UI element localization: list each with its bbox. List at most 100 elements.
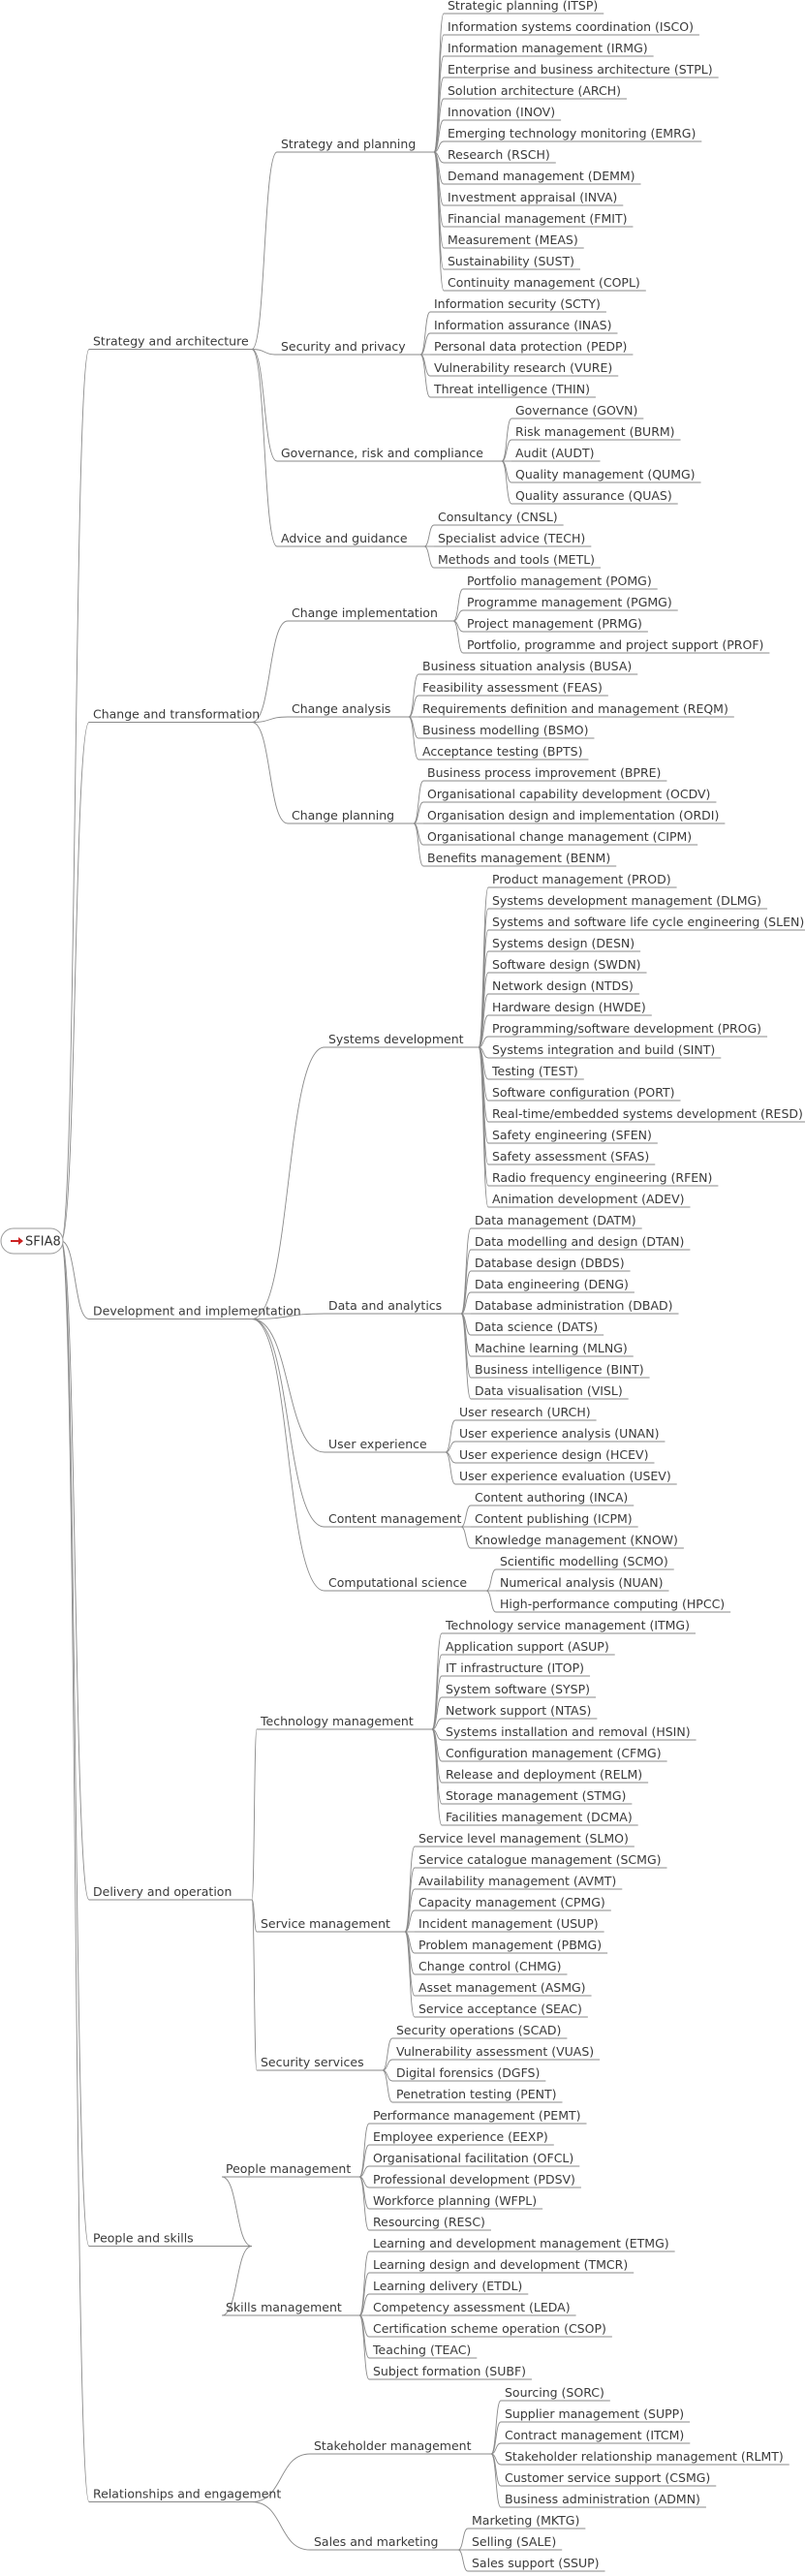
subcategory-content-management[interactable]: Content management [328, 1511, 462, 1526]
subcategory-data-and-analytics[interactable]: Data and analytics [328, 1298, 442, 1313]
skill-release-and-deployment[interactable]: Release and deployment (RELM) [446, 1767, 642, 1782]
skill-change-control[interactable]: Change control (CHMG) [418, 1959, 562, 1973]
skill-investment-appraisal[interactable]: Investment appraisal (INVA) [448, 190, 617, 204]
skill-solution-architecture[interactable]: Solution architecture (ARCH) [448, 83, 621, 98]
subcategory-stakeholder-management[interactable]: Stakeholder management [314, 2438, 472, 2453]
skill-business-modelling[interactable]: Business modelling (BSMO) [422, 723, 588, 737]
skill-machine-learning[interactable]: Machine learning (MLNG) [475, 1341, 628, 1355]
skill-information-assurance[interactable]: Information assurance (INAS) [434, 318, 611, 332]
skill-teaching[interactable]: Teaching (TEAC) [372, 2343, 471, 2357]
skill-it-infrastructure[interactable]: IT infrastructure (ITOP) [446, 1660, 584, 1675]
skill-personal-data-protection[interactable]: Personal data protection (PEDP) [434, 339, 627, 354]
skill-capacity-management[interactable]: Capacity management (CPMG) [418, 1895, 605, 1909]
skill-radio-frequency-engineering[interactable]: Radio frequency engineering (RFEN) [492, 1170, 712, 1185]
subcategory-service-management[interactable]: Service management [261, 1916, 390, 1931]
skill-organisational-capability-development[interactable]: Organisational capability development (O… [427, 787, 710, 801]
subcategory-advice-and-guidance[interactable]: Advice and guidance [281, 531, 408, 545]
skill-sourcing[interactable]: Sourcing (SORC) [505, 2385, 604, 2400]
skill-testing[interactable]: Testing (TEST) [491, 1064, 578, 1078]
subcategory-user-experience[interactable]: User experience [328, 1437, 427, 1451]
skill-network-design[interactable]: Network design (NTDS) [492, 978, 634, 993]
skill-penetration-testing[interactable]: Penetration testing (PENT) [396, 2087, 557, 2101]
subcategory-change-planning[interactable]: Change planning [292, 808, 394, 822]
skill-application-support[interactable]: Application support (ASUP) [446, 1639, 609, 1654]
skill-business-intelligence[interactable]: Business intelligence (BINT) [475, 1362, 644, 1377]
skill-systems-development-management[interactable]: Systems development management (DLMG) [492, 893, 761, 908]
skill-organisational-change-management[interactable]: Organisational change management (CIPM) [427, 829, 692, 844]
skill-governance[interactable]: Governance (GOVN) [515, 403, 637, 418]
skill-asset-management[interactable]: Asset management (ASMG) [418, 1980, 586, 1995]
skill-user-experience-design[interactable]: User experience design (HCEV) [459, 1447, 649, 1462]
category-development-and-implementation[interactable]: Development and implementation [93, 1304, 301, 1319]
skill-specialist-advice[interactable]: Specialist advice (TECH) [438, 531, 585, 545]
skill-storage-management[interactable]: Storage management (STMG) [446, 1788, 626, 1803]
skill-hardware-design[interactable]: Hardware design (HWDE) [492, 1000, 646, 1014]
skill-strategic-planning[interactable]: Strategic planning (ITSP) [448, 0, 598, 13]
skill-workforce-planning[interactable]: Workforce planning (WFPL) [373, 2193, 537, 2208]
skill-safety-assessment[interactable]: Safety assessment (SFAS) [492, 1149, 649, 1164]
category-strategy-and-architecture[interactable]: Strategy and architecture [93, 334, 249, 349]
skill-user-research[interactable]: User research (URCH) [459, 1405, 591, 1419]
subcategory-people-management[interactable]: People management [226, 2161, 351, 2176]
skill-learning-delivery[interactable]: Learning delivery (ETDL) [373, 2279, 522, 2293]
skill-systems-integration-and-build[interactable]: Systems integration and build (SINT) [492, 1042, 715, 1057]
skill-sustainability[interactable]: Sustainability (SUST) [448, 254, 574, 268]
skill-subject-formation[interactable]: Subject formation (SUBF) [373, 2364, 526, 2378]
skill-portfolio-programme-and-project-support[interactable]: Portfolio, programme and project support… [467, 637, 763, 652]
skill-content-authoring[interactable]: Content authoring (INCA) [475, 1490, 628, 1505]
skill-business-administration[interactable]: Business administration (ADMN) [505, 2492, 700, 2506]
skill-user-experience-evaluation[interactable]: User experience evaluation (USEV) [459, 1469, 671, 1483]
skill-information-systems-coordination[interactable]: Information systems coordination (ISCO) [448, 19, 694, 34]
skill-service-catalogue-management[interactable]: Service catalogue management (SCMG) [418, 1852, 662, 1867]
skill-data-management[interactable]: Data management (DATM) [475, 1213, 636, 1227]
skill-service-acceptance[interactable]: Service acceptance (SEAC) [418, 2002, 582, 2016]
skill-systems-installation-and-removal[interactable]: Systems installation and removal (HSIN) [446, 1724, 691, 1739]
skill-product-management[interactable]: Product management (PROD) [492, 872, 671, 886]
skill-safety-engineering[interactable]: Safety engineering (SFEN) [492, 1128, 652, 1142]
skill-systems-design[interactable]: Systems design (DESN) [492, 936, 635, 950]
subcategory-change-analysis[interactable]: Change analysis [292, 701, 390, 716]
skill-service-level-management[interactable]: Service level management (SLMO) [418, 1831, 629, 1846]
skill-enterprise-and-business-architecture[interactable]: Enterprise and business architecture (ST… [448, 62, 713, 77]
subcategory-security-and-privacy[interactable]: Security and privacy [281, 339, 406, 354]
skill-performance-management[interactable]: Performance management (PEMT) [373, 2108, 581, 2123]
skill-sales-support[interactable]: Sales support (SSUP) [472, 2556, 600, 2570]
skill-business-process-improvement[interactable]: Business process improvement (BPRE) [427, 765, 661, 780]
skill-methods-and-tools[interactable]: Methods and tools (METL) [438, 552, 595, 567]
skill-technology-service-management[interactable]: Technology service management (ITMG) [445, 1618, 690, 1632]
skill-content-publishing[interactable]: Content publishing (ICPM) [475, 1511, 633, 1526]
skill-business-situation-analysis[interactable]: Business situation analysis (BUSA) [422, 659, 632, 673]
skill-data-modelling-and-design[interactable]: Data modelling and design (DTAN) [475, 1234, 684, 1249]
root-node[interactable]: SFIA8 [0, 1227, 64, 1255]
skill-portfolio-management[interactable]: Portfolio management (POMG) [467, 574, 652, 588]
skill-learning-design-and-development[interactable]: Learning design and development (TMCR) [373, 2257, 628, 2272]
skill-vulnerability-research[interactable]: Vulnerability research (VURE) [434, 360, 612, 375]
subcategory-systems-development[interactable]: Systems development [328, 1032, 464, 1046]
skill-organisational-facilitation[interactable]: Organisational facilitation (OFCL) [373, 2151, 573, 2165]
skill-learning-and-development-management[interactable]: Learning and development management (ETM… [373, 2236, 669, 2250]
category-change-and-transformation[interactable]: Change and transformation [93, 707, 260, 722]
skill-vulnerability-assessment[interactable]: Vulnerability assessment (VUAS) [396, 2044, 594, 2059]
skill-programming-software-development[interactable]: Programming/software development (PROG) [492, 1021, 761, 1036]
skill-configuration-management[interactable]: Configuration management (CFMG) [446, 1746, 662, 1760]
subcategory-computational-science[interactable]: Computational science [328, 1575, 467, 1590]
category-people-and-skills[interactable]: People and skills [93, 2231, 194, 2246]
skill-requirements-definition-and-management[interactable]: Requirements definition and management (… [422, 701, 728, 716]
skill-certification-scheme-operation[interactable]: Certification scheme operation (CSOP) [373, 2321, 606, 2336]
skill-threat-intelligence[interactable]: Threat intelligence (THIN) [433, 382, 590, 396]
skill-employee-experience[interactable]: Employee experience (EEXP) [373, 2129, 548, 2144]
skill-knowledge-management[interactable]: Knowledge management (KNOW) [475, 1533, 678, 1547]
skill-system-software[interactable]: System software (SYSP) [446, 1682, 590, 1696]
skill-incident-management[interactable]: Incident management (USUP) [418, 1916, 599, 1931]
skill-availability-management[interactable]: Availability management (AVMT) [418, 1874, 616, 1888]
skill-financial-management[interactable]: Financial management (FMIT) [448, 211, 627, 226]
skill-systems-and-software-life-cycle-engineering[interactable]: Systems and software life cycle engineer… [492, 915, 804, 929]
skill-data-engineering[interactable]: Data engineering (DENG) [475, 1277, 629, 1291]
skill-feasibility-assessment[interactable]: Feasibility assessment (FEAS) [422, 680, 603, 695]
skill-customer-service-support[interactable]: Customer service support (CSMG) [505, 2470, 710, 2485]
subcategory-governance-risk-and-compliance[interactable]: Governance, risk and compliance [281, 446, 483, 460]
skill-real-time-embedded-systems-development[interactable]: Real-time/embedded systems development (… [492, 1106, 803, 1121]
skill-measurement[interactable]: Measurement (MEAS) [448, 233, 578, 247]
skill-database-administration[interactable]: Database administration (DBAD) [475, 1298, 673, 1313]
skill-data-science[interactable]: Data science (DATS) [475, 1319, 598, 1334]
